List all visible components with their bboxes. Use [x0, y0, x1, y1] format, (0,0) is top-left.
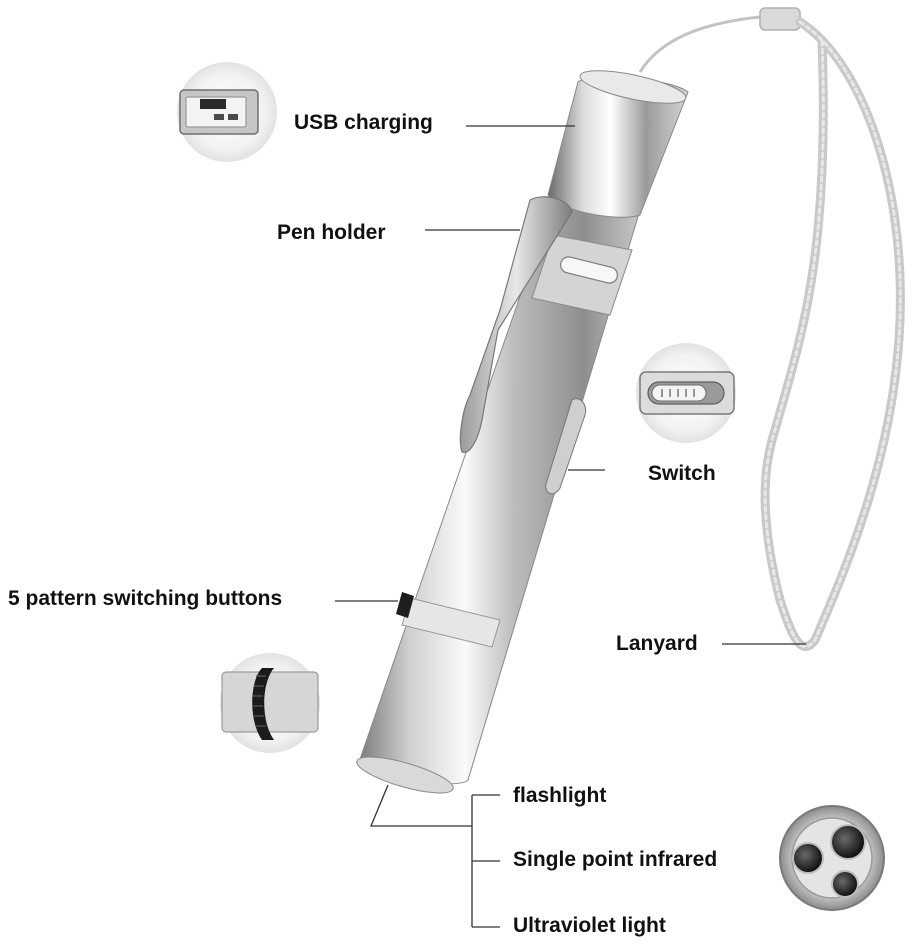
infrared-label: Single point infrared [513, 848, 718, 871]
ultraviolet-label: Ultraviolet light [513, 914, 666, 937]
slide-switch-icon [636, 343, 736, 443]
triple-lens-head-icon [779, 805, 885, 911]
laser-pen [356, 70, 689, 794]
pattern-buttons-label: 5 pattern switching buttons [8, 587, 283, 610]
usb-connector-icon [177, 62, 277, 162]
lanyard-label: Lanyard [616, 632, 698, 655]
pen-holder-label: Pen holder [277, 221, 386, 244]
flashlight-label: flashlight [513, 784, 607, 807]
pattern-dial-icon [220, 653, 320, 753]
lanyard [638, 7, 905, 651]
leader-lines [335, 125, 806, 928]
switch-label: Switch [648, 462, 716, 485]
usb-charging-label: USB charging [294, 111, 433, 134]
